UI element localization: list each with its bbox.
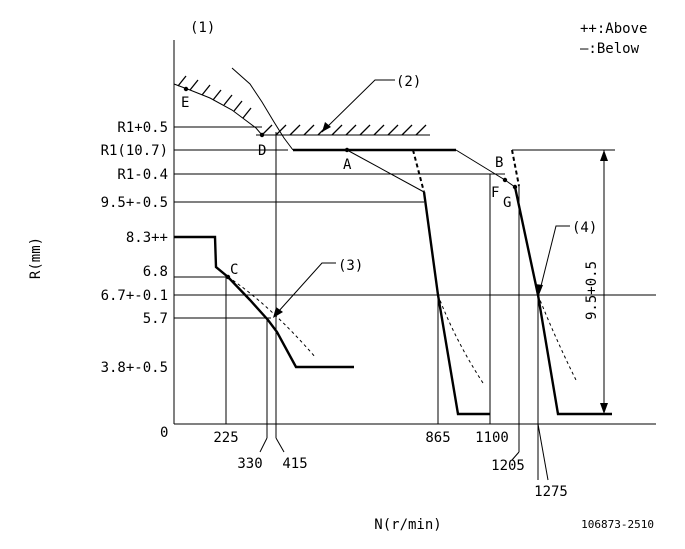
- x-tick-225: 225: [213, 430, 238, 446]
- point-e-dot: [183, 86, 189, 92]
- callout-3-leader: [277, 262, 336, 313]
- legend-below: —:Below: [580, 41, 640, 57]
- governing-line-a-dashed: [412, 149, 425, 193]
- point-c-dot: [225, 274, 231, 280]
- y-tick-r1: R1(10.7): [101, 143, 168, 159]
- x-axis-title: N(r/min): [374, 517, 441, 533]
- y-tick-6-8: 6.8: [143, 264, 168, 280]
- figure-id: 106873-2510: [581, 518, 654, 531]
- y-tick-r1-minus: R1-0.4: [117, 167, 168, 183]
- point-e-label: E: [181, 95, 189, 111]
- x-tick-1205: 1205: [491, 458, 525, 474]
- upper-limit-hatching: [261, 124, 427, 136]
- point-d-dot: [259, 132, 265, 138]
- governing-drop-1-dashed: [437, 294, 484, 384]
- idle-line: [174, 235, 354, 369]
- tick-leader-1275: [537, 423, 549, 481]
- upper-limit-line: [256, 124, 430, 136]
- callout-4-label: (4): [572, 220, 597, 236]
- governing-drop-2: [513, 186, 612, 416]
- governing-line-b-dashed: [511, 149, 520, 187]
- point-f-dot: [502, 177, 508, 183]
- callout-4-arrowhead: [535, 284, 543, 295]
- point-d-label: D: [258, 143, 266, 159]
- tick-leader-415: [275, 437, 285, 453]
- x-tick-415: 415: [282, 456, 307, 472]
- point-b-label: B: [495, 155, 503, 171]
- callout-3-arrowhead: [273, 307, 283, 318]
- point-a-dot: [344, 147, 350, 153]
- point-f-label: F: [491, 185, 499, 201]
- callout-2-leader: [321, 79, 395, 133]
- y-tick-9-5: 9.5+-0.5: [101, 195, 168, 211]
- governing-line-a: [346, 149, 425, 193]
- start-limit-curve: [173, 75, 263, 136]
- dimension-arrow: [596, 150, 612, 415]
- origin-label: 0: [160, 425, 168, 441]
- callout-2-arrowhead: [322, 122, 331, 132]
- legend-above: ++:Above: [580, 21, 647, 37]
- start-limit-hatching: [177, 75, 252, 119]
- point-g-label: G: [503, 195, 511, 211]
- callout-3-label: (3): [338, 258, 363, 274]
- y-tick-5-7: 5.7: [143, 311, 168, 327]
- callout-4-leader: [539, 225, 570, 291]
- governing-drop-2-dashed: [537, 294, 578, 383]
- y-tick-r1-plus: R1+0.5: [117, 120, 168, 136]
- tick-leader-1205: [511, 451, 520, 461]
- point-a-label: A: [343, 157, 352, 173]
- callout-1-label: (1): [190, 20, 215, 36]
- point-g-dot: [512, 184, 518, 190]
- tick-leader-330: [259, 437, 268, 453]
- start-curve: [231, 67, 294, 151]
- x-tick-330: 330: [237, 456, 262, 472]
- governing-drop-1: [422, 191, 490, 416]
- callout-2-label: (2): [396, 74, 421, 90]
- dimension-label: 9.5+0.5: [584, 261, 600, 320]
- y-tick-8-3: 8.3++: [126, 230, 168, 246]
- idle-line-dashed: [227, 276, 317, 359]
- x-tick-865: 865: [425, 430, 450, 446]
- y-axis-title: R(mm): [28, 237, 44, 279]
- y-tick-3-8: 3.8+-0.5: [101, 360, 168, 376]
- y-tick-6-7: 6.7+-0.1: [101, 288, 168, 304]
- point-c-label: C: [230, 262, 238, 278]
- x-tick-1275: 1275: [534, 484, 568, 500]
- x-tick-1100: 1100: [475, 430, 509, 446]
